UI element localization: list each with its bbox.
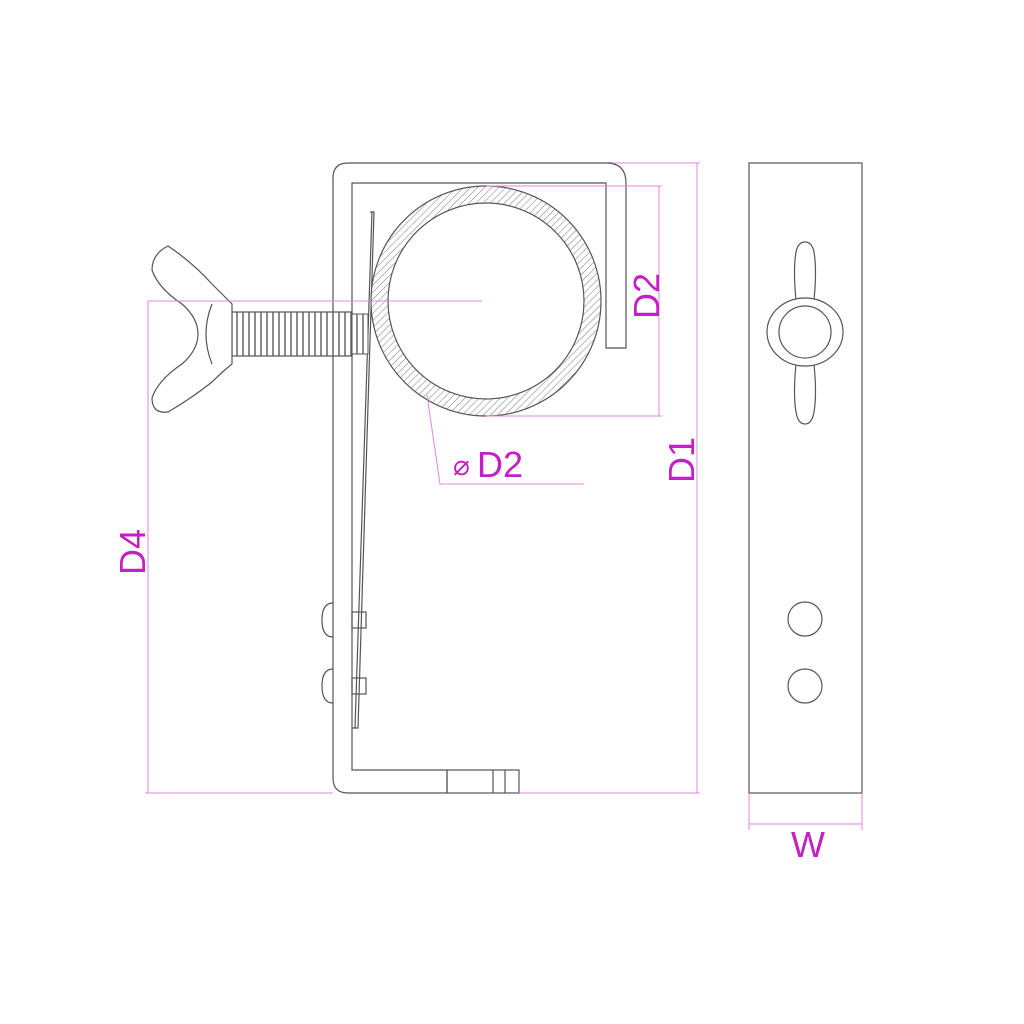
diameter-symbol: ⌀ — [453, 450, 470, 481]
d2-diameter-label: D2 — [477, 444, 523, 485]
wing-nut — [151, 245, 233, 413]
dimension-d2-height: D2 — [486, 185, 667, 417]
side-wing-nut — [766, 241, 844, 425]
w-label: W — [791, 824, 825, 865]
side-view-outline — [748, 162, 863, 794]
threaded-screw — [231, 311, 369, 357]
side-rivet-lower — [787, 668, 823, 704]
dimension-d2-diameter: ⌀ D2 — [426, 394, 584, 485]
d4-label: D4 — [112, 529, 153, 575]
side-view — [748, 162, 863, 794]
d1-label: D1 — [661, 437, 702, 483]
rivet-upper — [321, 602, 367, 638]
dimension-d4: D4 — [112, 301, 333, 794]
front-view — [148, 162, 627, 794]
dimension-d1: D1 — [519, 162, 702, 794]
bottom-tab — [446, 769, 520, 794]
dimension-w: W — [748, 793, 863, 865]
side-rivet-upper — [787, 601, 823, 637]
rivet-lower — [321, 668, 367, 704]
d2-height-label: D2 — [626, 273, 667, 319]
bracket-body — [332, 162, 627, 794]
